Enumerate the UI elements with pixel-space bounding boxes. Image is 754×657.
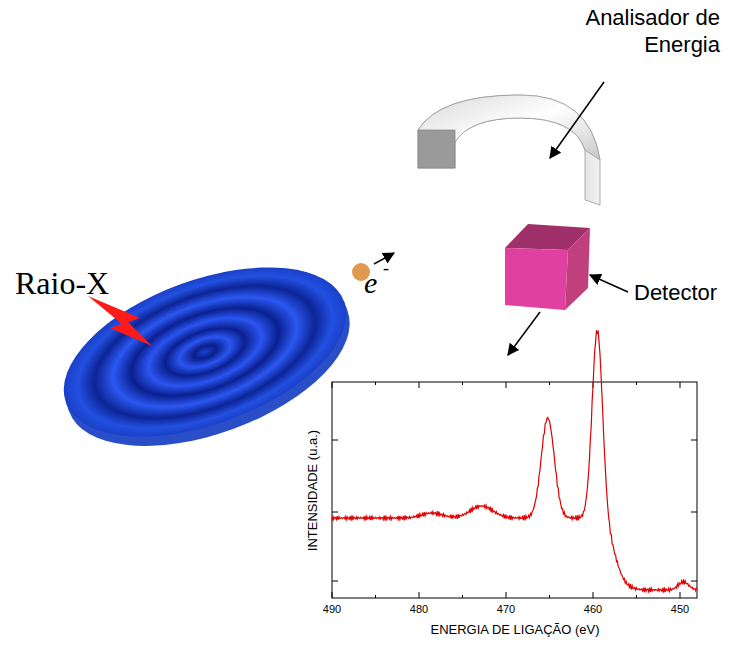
axis-tick <box>375 595 376 598</box>
axis-tick <box>419 382 420 388</box>
axis-tick <box>419 592 420 598</box>
axis-tick <box>549 382 550 385</box>
x-ray-label: Raio-X <box>15 265 109 302</box>
axis-tick <box>680 382 681 388</box>
axis-tick <box>680 592 681 598</box>
axis-tick <box>332 382 333 388</box>
x-tick-label: 450 <box>671 603 689 615</box>
axis-tick <box>636 382 637 385</box>
axis-tick <box>691 440 697 441</box>
axis-tick <box>506 382 507 388</box>
axis-tick <box>332 581 338 582</box>
axis-tick <box>462 595 463 598</box>
electron-charge: - <box>383 258 389 279</box>
energy-analyzer <box>418 95 600 205</box>
analyzer-label: Analisador de Energia <box>550 4 720 58</box>
plot-frame <box>332 382 697 598</box>
axis-tick <box>375 382 376 385</box>
axis-tick <box>636 595 637 598</box>
axis-tick <box>549 595 550 598</box>
axis-tick <box>332 592 333 598</box>
x-tick-label: 490 <box>323 603 341 615</box>
axis-tick <box>332 512 338 513</box>
x-axis-title: ENERGIA DE LIGAÇÃO (eV) <box>430 622 599 637</box>
axis-tick <box>691 512 697 513</box>
axis-tick <box>691 581 697 582</box>
axis-tick <box>593 592 594 598</box>
axis-tick <box>506 592 507 598</box>
xps-spectrum <box>332 330 697 592</box>
x-tick-label: 470 <box>497 603 515 615</box>
x-tick-label: 480 <box>410 603 428 615</box>
x-tick-label: 460 <box>584 603 602 615</box>
y-axis-title: INTENSIDADE (u.a.) <box>305 429 320 550</box>
detector-cube <box>505 224 590 310</box>
axis-tick <box>462 382 463 385</box>
detector-label: Detector <box>634 280 717 306</box>
axis-tick <box>332 440 338 441</box>
x-ray-bolt <box>88 296 152 346</box>
electron-label: e <box>364 266 377 300</box>
